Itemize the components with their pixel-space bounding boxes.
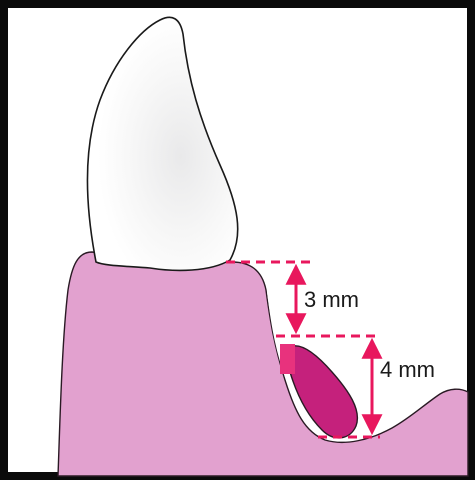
tooth-crown <box>88 17 238 270</box>
attachment-marker <box>280 344 295 374</box>
upper-measurement-label: 3 mm <box>304 287 359 312</box>
lower-measurement-label: 4 mm <box>380 357 435 382</box>
